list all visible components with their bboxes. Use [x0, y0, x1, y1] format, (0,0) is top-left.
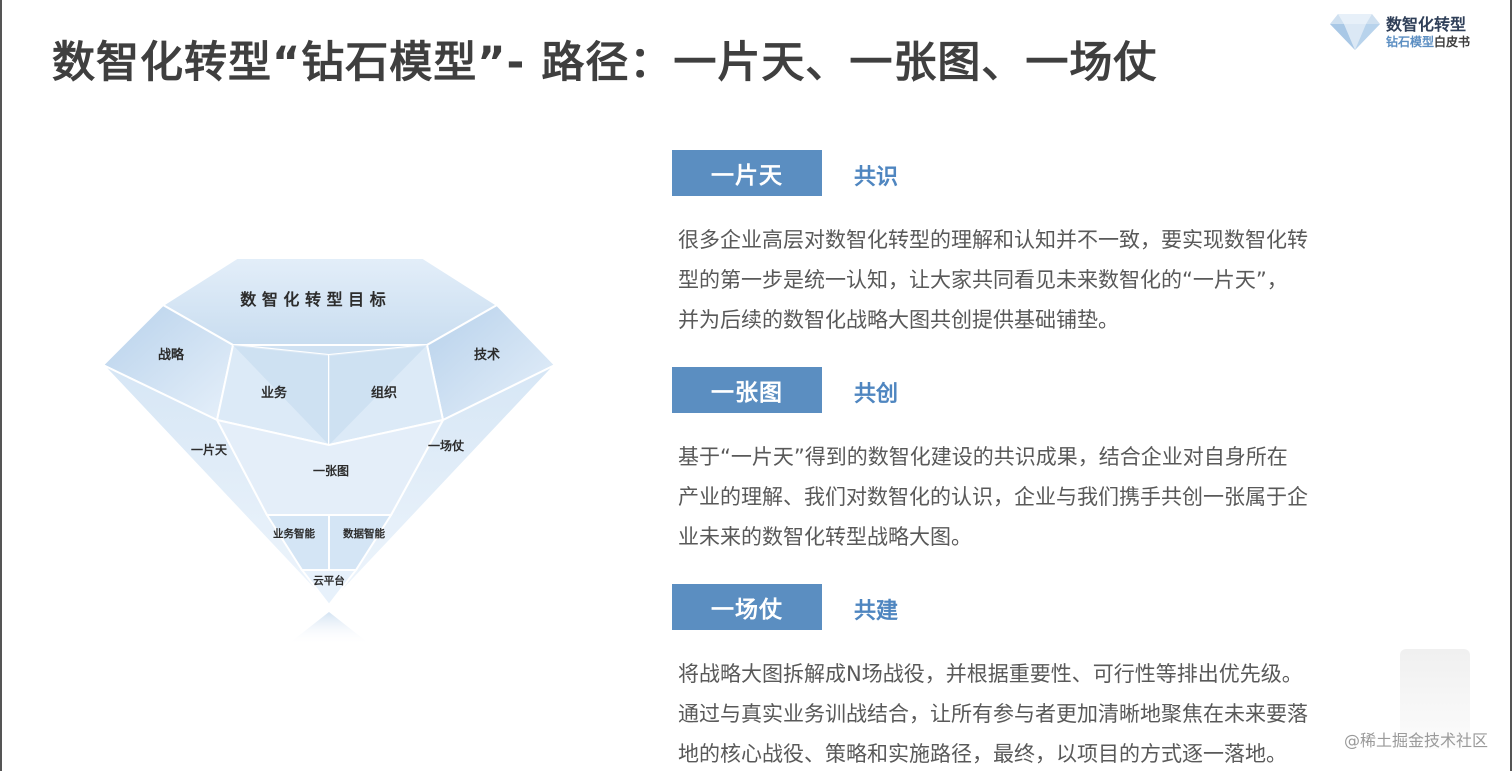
- label-map: 一张图: [313, 463, 349, 478]
- logo-subtitle: 钻石模型白皮书: [1386, 33, 1470, 50]
- watermark-stamp: [1400, 649, 1470, 749]
- text-line: 业未来的数智化转型战略大图。: [678, 525, 972, 549]
- facet-map: [215, 418, 445, 516]
- page-title: 数智化转型“钻石模型”- 路径：一片天、一张图、一场仗: [52, 38, 1158, 88]
- watermark: @稀土掘金技术社区: [1343, 731, 1488, 750]
- keyword-co-create: 共创: [854, 382, 899, 407]
- text-line: 并为后续的数智化战略大图共创提供基础铺垫。: [678, 308, 1119, 332]
- keyword-co-build: 共建: [854, 599, 899, 624]
- logo-subtitle-main: 钻石模型: [1386, 35, 1435, 49]
- tag-battle: 一场仗: [672, 584, 822, 630]
- label-tech: 技术: [474, 347, 500, 363]
- label-sky: 一片天: [191, 442, 228, 457]
- label-business: 业务: [261, 385, 288, 401]
- text-line: 型的第一步是统一认知，让大家共同看见未来数智化的“一片天”，: [678, 268, 1288, 292]
- tag-sky: 一片天: [672, 150, 822, 196]
- tag-map: 一张图: [672, 367, 822, 413]
- diamond-model-diagram: 数 智 化 转 型 目 标 战略 技术 业务 组织 一片天 一场仗 一张图 业务…: [101, 257, 557, 645]
- text-line: 将战略大图拆解成N场战役，并根据重要性、可行性等排出优先级。: [678, 662, 1303, 686]
- label-data-intel: 数据智能: [342, 527, 385, 540]
- logo-subtitle-suffix: 白皮书: [1434, 35, 1471, 49]
- diamond-reflection: [287, 612, 371, 645]
- section-map-text: 基于“一片天”得到的数智化建设的共识成果，结合企业对自身所在 产业的理解、我们对…: [678, 437, 1438, 557]
- section-sky-text: 很多企业高层对数智化转型的理解和认知并不一致，要实现数智化转 型的第一步是统一认…: [678, 220, 1438, 340]
- text-line: 很多企业高层对数智化转型的理解和认知并不一致，要实现数智化转: [678, 228, 1308, 252]
- logo: 数智化转型 钻石模型白皮书: [1330, 10, 1482, 52]
- label-goal: 数 智 化 转 型 目 标: [240, 290, 385, 309]
- facet-cloud: [299, 569, 359, 607]
- keyword-consensus: 共识: [854, 165, 899, 190]
- text-line: 产业的理解、我们对数智化的认识，企业与我们携手共创一张属于企: [678, 485, 1308, 509]
- section-battle-text: 将战略大图拆解成N场战役，并根据重要性、可行性等排出优先级。 通过与真实业务训战…: [678, 654, 1438, 771]
- diamond-logo-icon: [1330, 14, 1380, 50]
- text-line: 地的核心战役、策略和实施路径，最终，以项目的方式逐一落地。: [678, 742, 1287, 766]
- section-battle: 一场仗 共建 将战略大图拆解成N场战役，并根据重要性、可行性等排出优先级。 通过…: [672, 584, 1452, 771]
- logo-title: 数智化转型: [1386, 15, 1467, 34]
- label-cloud: 云平台: [313, 574, 345, 587]
- label-battle: 一场仗: [428, 438, 465, 453]
- text-line: 基于“一片天”得到的数智化建设的共识成果，结合企业对自身所在: [678, 445, 1288, 469]
- section-map: 一张图 共创 基于“一片天”得到的数智化建设的共识成果，结合企业对自身所在 产业…: [672, 367, 1452, 567]
- label-org: 组织: [371, 385, 397, 401]
- label-strategy: 战略: [158, 347, 185, 363]
- label-biz-intel: 业务智能: [273, 527, 315, 540]
- text-line: 通过与真实业务训战结合，让所有参与者更加清晰地聚焦在未来要落: [678, 702, 1308, 726]
- section-sky: 一片天 共识 很多企业高层对数智化转型的理解和认知并不一致，要实现数智化转 型的…: [672, 150, 1452, 350]
